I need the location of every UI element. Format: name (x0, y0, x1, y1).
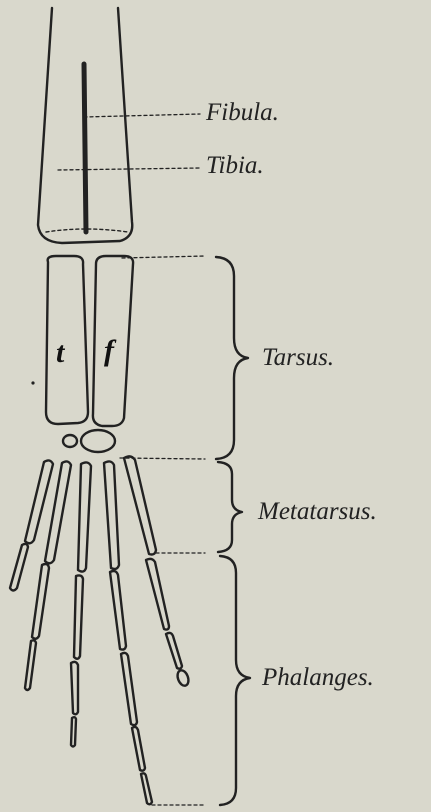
tibia-label: Tibia. (206, 153, 264, 178)
phalanx (32, 564, 49, 639)
tibiale-bone (46, 256, 88, 424)
tarsus-brace (216, 257, 248, 459)
metatarsal-3 (78, 462, 91, 571)
tarsus-top-leader (122, 256, 205, 258)
phalanx (166, 633, 182, 669)
phalanges-brace (220, 556, 250, 805)
centrale-bone (81, 430, 115, 452)
phalanges-label: Phalanges. (262, 665, 374, 690)
metatarsus-label: Metatarsus. (258, 499, 377, 524)
metatarsal-1 (25, 460, 53, 543)
fibula-label: Fibula. (206, 100, 279, 125)
phalanx (25, 640, 36, 690)
fibula-tibia-division (84, 64, 86, 232)
tarsus-label: Tarsus. (262, 345, 334, 370)
fibula-leader (84, 114, 200, 117)
small-tarsal-bone (63, 435, 77, 447)
fibulare-letter: f (104, 336, 114, 366)
metatarsus-brace (218, 462, 242, 552)
phalanx (132, 727, 145, 771)
phalanx (71, 662, 78, 714)
phalanx (10, 544, 28, 591)
phalanx (141, 773, 152, 804)
stray-dot (31, 381, 34, 384)
phalanx (74, 575, 83, 658)
phalanx (110, 571, 126, 650)
phalanx (121, 653, 137, 725)
tibiale-letter: t (56, 338, 64, 368)
phalanx (71, 717, 76, 746)
terminal-phalanx (176, 669, 191, 687)
phalanx (146, 559, 169, 630)
metatarsal-5 (124, 456, 156, 554)
metatarsal-4 (104, 461, 119, 569)
